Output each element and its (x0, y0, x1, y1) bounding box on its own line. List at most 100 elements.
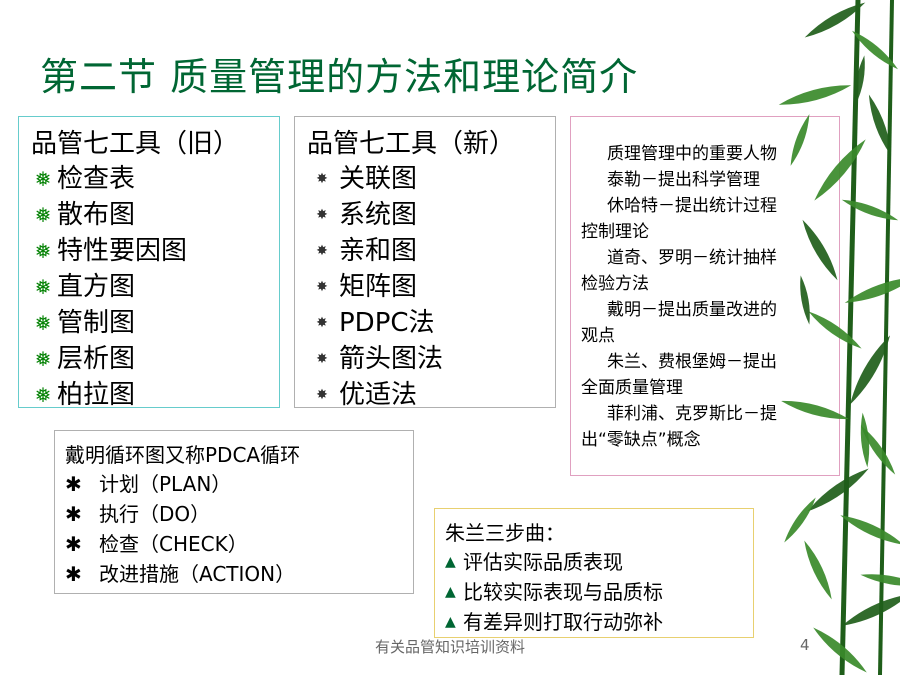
list-item: ▲ 比较实际表现与品质标 (445, 577, 663, 607)
bamboo-leaf (778, 85, 852, 105)
bamboo-leaf (855, 55, 865, 105)
list-item-text: 散布图 (57, 200, 136, 230)
asterisk-bullet-icon: ✱ (65, 532, 82, 556)
bamboo-leaf (852, 30, 898, 70)
key-people-line: 全面质量管理 (581, 378, 683, 398)
list-item: ✸ PDPC法 (305, 305, 443, 341)
triangle-bullet-icon: ▲ (445, 554, 456, 570)
page-number: 4 (800, 636, 810, 654)
list-item: ▲ 评估实际品质表现 (445, 547, 663, 577)
juran-heading: 朱兰三步曲： (445, 521, 565, 545)
bamboo-leaf (850, 335, 890, 405)
list-item: ✸ 亲和图 (305, 233, 443, 269)
key-people-line: 控制理论 (581, 222, 649, 242)
new-tools-heading: 品管七工具（新） (307, 129, 516, 159)
bamboo-leaf (860, 574, 900, 586)
asterisk-bullet-icon: ✱ (65, 472, 82, 496)
list-item-text: 亲和图 (339, 236, 418, 266)
snowflake-bullet-icon: ❅ (34, 347, 52, 371)
list-item: ✱ 检查（CHECK） (65, 529, 295, 559)
asterisk-bullet-icon: ✱ (65, 502, 82, 526)
star-bullet-icon: ✸ (316, 279, 328, 295)
list-item: ❅特性要因图 (29, 233, 187, 269)
snowflake-bullet-icon: ❅ (34, 239, 52, 263)
juran-list: ▲ 评估实际品质表现 ▲ 比较实际表现与品质标 ▲ 有差异则打取行动弥补 (445, 547, 663, 637)
list-item-text: 执行（DO） (99, 502, 211, 526)
list-item-text: 评估实际品质表现 (463, 550, 623, 574)
star-bullet-icon: ✸ (316, 207, 328, 223)
bamboo-stem (878, 0, 894, 675)
snowflake-bullet-icon: ❅ (34, 275, 52, 299)
key-people-text: 质理管理中的重要人物 泰勒－提出科学管理 休哈特－提出统计过程 控制理论 道奇、… (581, 141, 833, 453)
key-people-line: 菲利浦、克罗斯比－提 (607, 404, 777, 424)
old-tools-heading: 品管七工具（旧） (31, 129, 240, 159)
new-tools-box: 品管七工具（新） ✸关联图 ✸系统图 ✸亲和图 ✸矩阵图 ✸PDPC法 ✸箭头图… (294, 116, 556, 410)
list-item-text: 有差异则打取行动弥补 (463, 610, 663, 634)
triangle-bullet-icon: ▲ (445, 584, 456, 600)
list-item-text: 箭头图法 (339, 344, 444, 374)
list-item-text: 关联图 (339, 164, 418, 194)
pdca-heading: 戴明循环图又称PDCA循环 (65, 443, 301, 467)
list-item: ❅检查表 (29, 161, 187, 197)
new-tools-list: ✸关联图 ✸系统图 ✸亲和图 ✸矩阵图 ✸PDPC法 ✸箭头图法 ✸优适法 (305, 161, 443, 413)
pdca-box: 戴明循环图又称PDCA循环 ✱ 计划（PLAN） ✱ 执行（DO） ✱ 检查（CHEC… (54, 430, 414, 594)
bamboo-leaf (784, 497, 816, 543)
list-item: ✱ 执行（DO） (65, 499, 295, 529)
bamboo-leaf (868, 94, 892, 156)
list-item-text: 比较实际表现与品质标 (463, 580, 663, 604)
list-item-text: 计划（PLAN） (99, 472, 232, 496)
list-item: ▲ 有差异则打取行动弥补 (445, 607, 663, 637)
key-people-line: 泰勒－提出科学管理 (607, 170, 760, 190)
pdca-list: ✱ 计划（PLAN） ✱ 执行（DO） ✱ 检查（CHECK） ✱改进措施（ACTIO… (65, 469, 295, 589)
key-people-line: 检验方法 (581, 274, 649, 294)
bamboo-leaf (804, 2, 866, 38)
list-item: ❅层析图 (29, 341, 187, 377)
list-item-text: 优适法 (339, 380, 418, 410)
list-item: ❅柏拉图 (29, 377, 187, 413)
list-item: ✱ 计划（PLAN） (65, 469, 295, 499)
list-item-text: 矩阵图 (339, 272, 418, 302)
bamboo-leaf (804, 540, 832, 600)
slide-footer: 有关品管知识培训资料 (374, 638, 525, 656)
list-item-text: 检查表 (57, 164, 136, 194)
bamboo-leaf (844, 277, 900, 303)
juran-box: 朱兰三步曲： ▲ 评估实际品质表现 ▲ 比较实际表现与品质标 ▲ 有差异则打取行动弥补 (434, 508, 754, 638)
snowflake-bullet-icon: ❅ (34, 167, 52, 191)
key-people-line: 道奇、罗明－统计抽样 (607, 248, 777, 268)
bamboo-leaf (842, 594, 900, 626)
star-bullet-icon: ✸ (316, 315, 328, 331)
star-bullet-icon: ✸ (316, 171, 328, 187)
key-people-line: 戴明－提出质量改进的 (607, 300, 777, 320)
key-people-line: 出“零缺点”概念 (581, 430, 701, 450)
bamboo-leaf (840, 515, 900, 545)
list-item: ✸ 优适法 (305, 377, 443, 413)
bamboo-leaf (841, 199, 899, 221)
list-item: ❅散布图 (29, 197, 187, 233)
bamboo-leaf (860, 412, 870, 468)
list-item-text: 特性要因图 (57, 236, 188, 266)
key-people-box: 质理管理中的重要人物 泰勒－提出科学管理 休哈特－提出统计过程 控制理论 道奇、… (570, 116, 840, 476)
key-people-heading: 质理管理中的重要人物 (607, 144, 777, 164)
list-item-text: 直方图 (57, 272, 136, 302)
slide-title: 第二节 质量管理的方法和理论简介 (40, 55, 639, 99)
list-item-text: 柏拉图 (57, 380, 136, 410)
snowflake-bullet-icon: ❅ (34, 383, 52, 407)
list-item: ✸系统图 (305, 197, 443, 233)
key-people-line: 朱兰、费根堡姆－提出 (607, 352, 777, 372)
snowflake-bullet-icon: ❅ (34, 311, 52, 335)
list-item: ✱改进措施（ACTION） (65, 559, 295, 589)
star-bullet-icon: ✸ (316, 243, 328, 259)
list-item: ❅管制图 (29, 305, 187, 341)
star-bullet-icon: ✸ (316, 387, 328, 403)
list-item: ✸ 矩阵图 (305, 269, 443, 305)
old-tools-box: 品管七工具（旧） ❅检查表 ❅散布图 ❅特性要因图 ❅直方图 ❅管制图 ❅层析图… (18, 116, 280, 410)
list-item: ✸箭头图法 (305, 341, 443, 377)
triangle-bullet-icon: ▲ (445, 614, 456, 630)
list-item: ❅直方图 (29, 269, 187, 305)
list-item-text: PDPC法 (339, 308, 435, 338)
key-people-line: 观点 (581, 326, 615, 346)
list-item-text: 检查（CHECK） (99, 532, 248, 556)
list-item-text: 改进措施（ACTION） (99, 562, 296, 586)
snowflake-bullet-icon: ❅ (34, 203, 52, 227)
